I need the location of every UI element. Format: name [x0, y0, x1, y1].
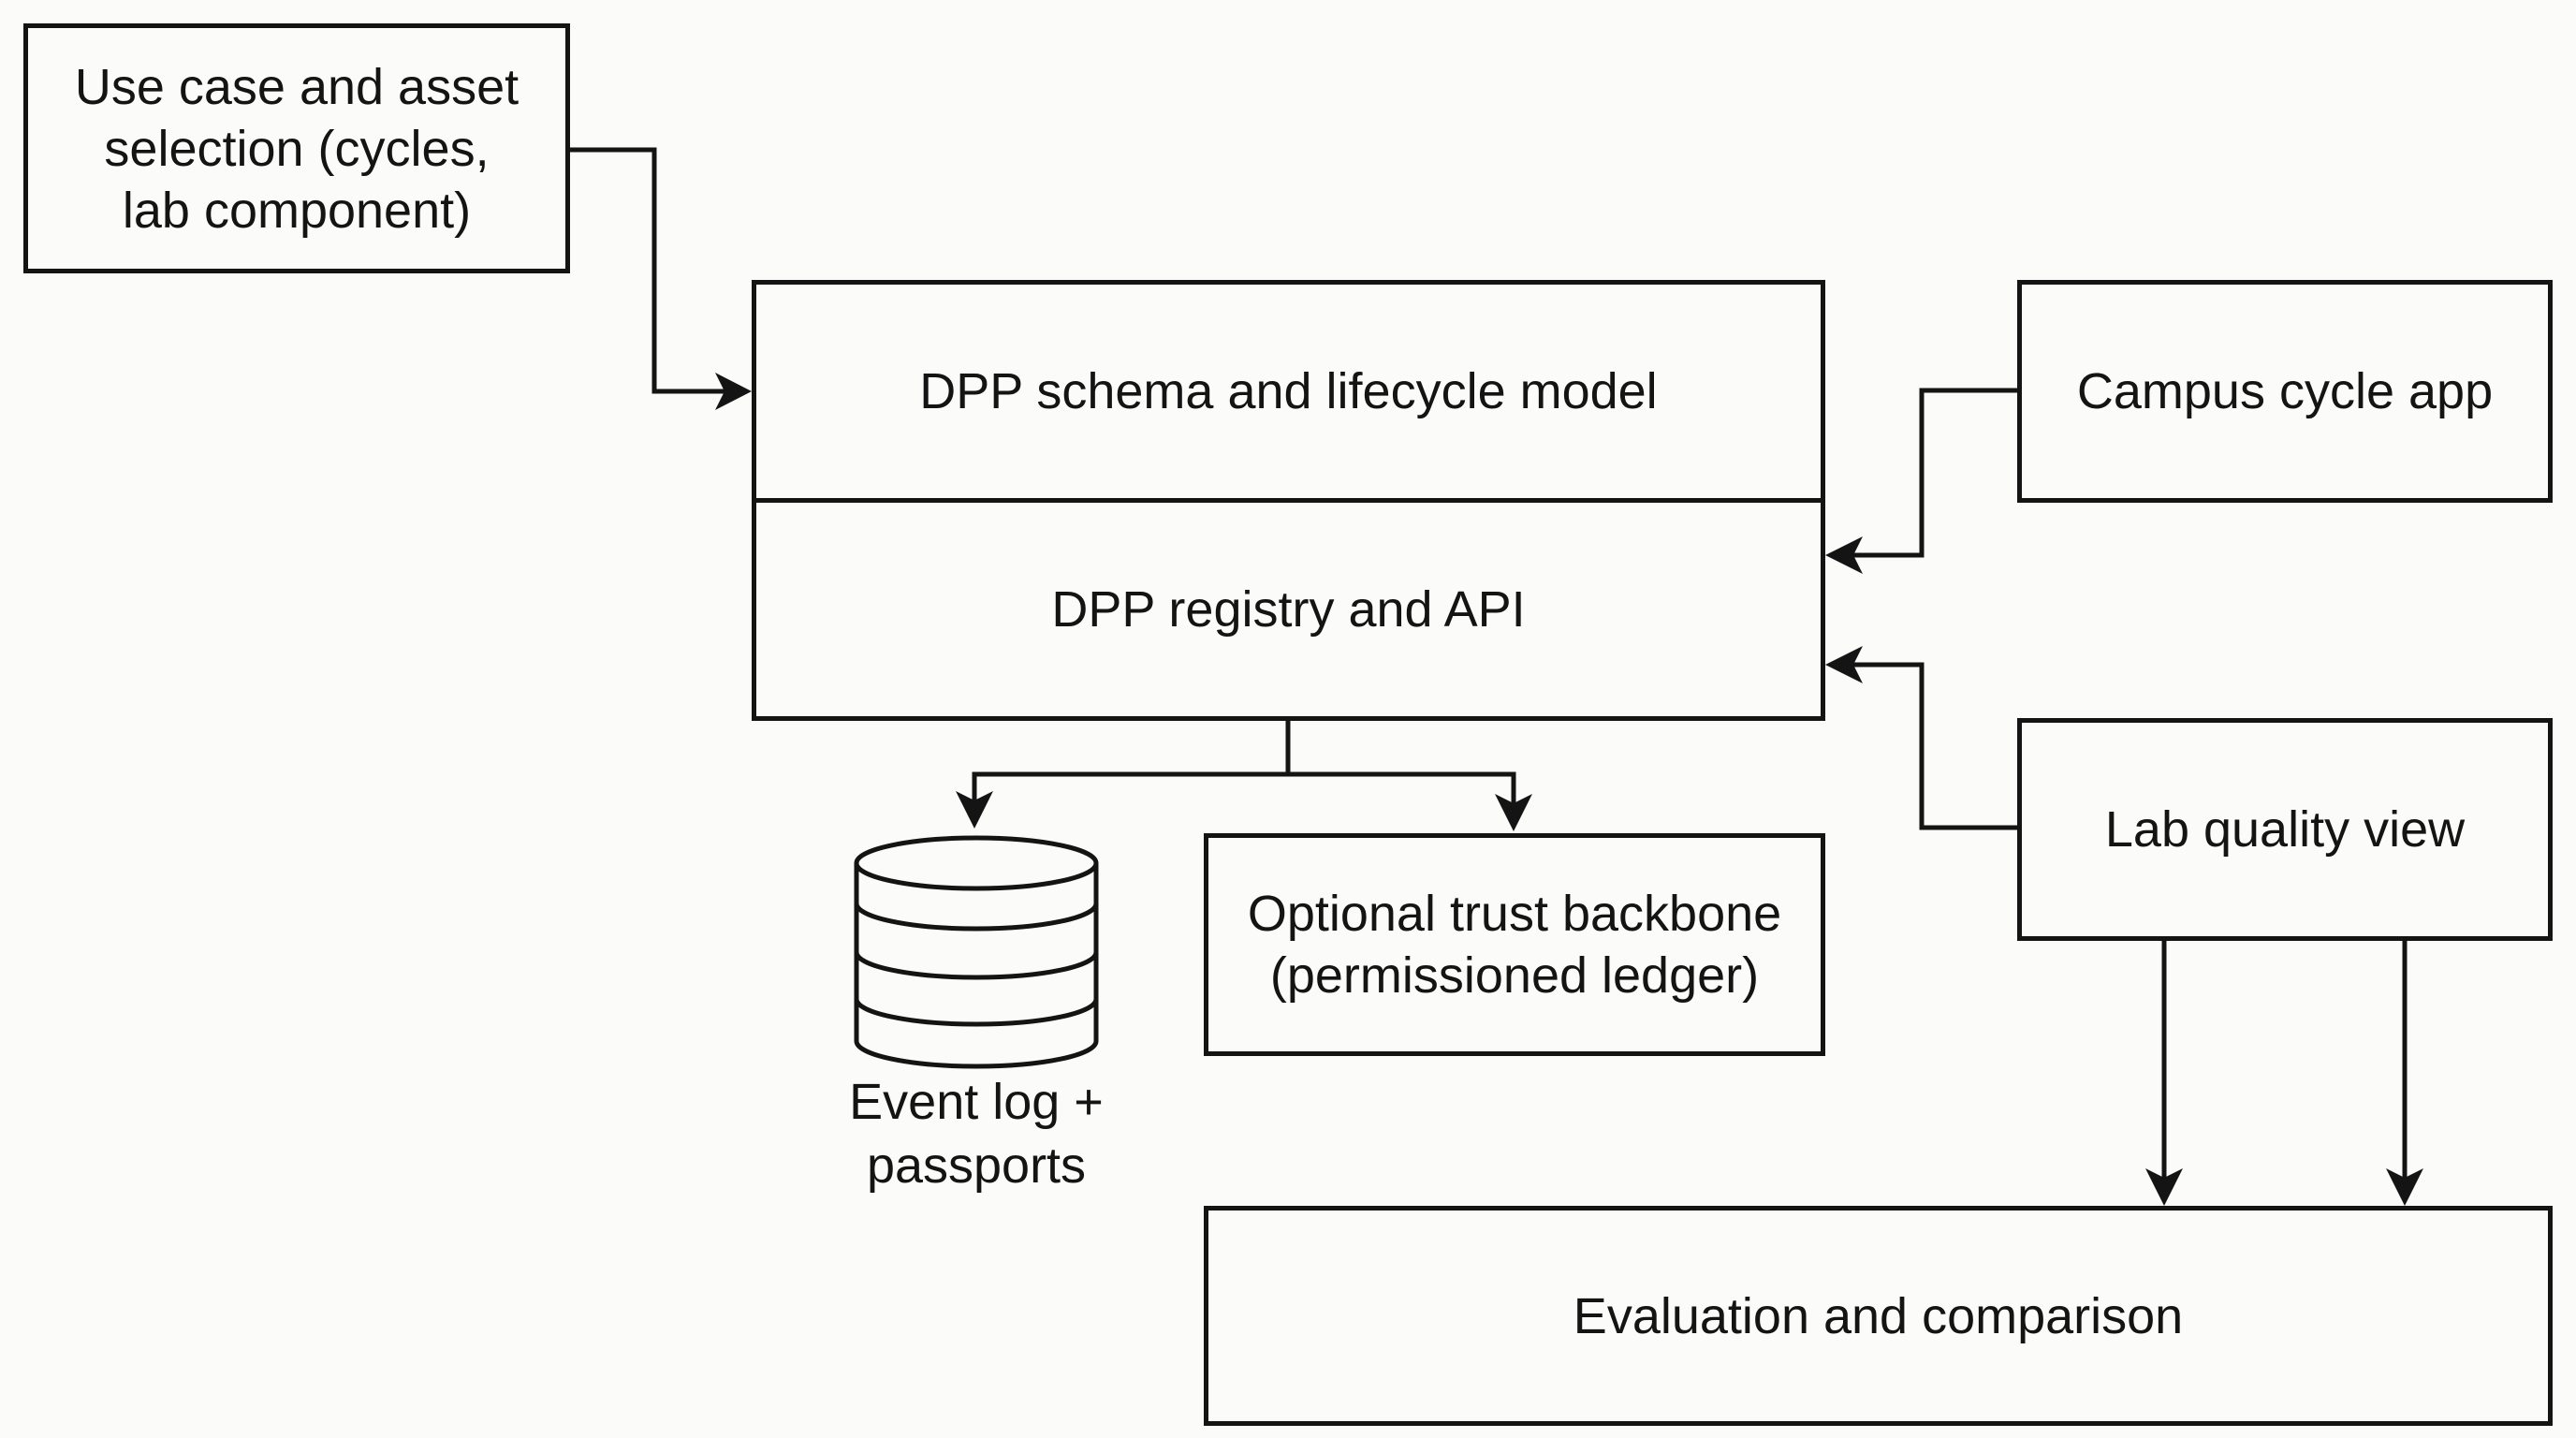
edge-campus-to-registry [1850, 388, 2017, 558]
arrowhead-registry-to-eventlog [956, 791, 993, 829]
edge-registry-to-trust [1288, 771, 1516, 805]
event-log-label: Event log + passports [849, 1074, 1104, 1194]
dpp-registry-box: DPP registry and API [752, 498, 1825, 721]
database-icon [854, 835, 1099, 1069]
arrowhead-lab-to-registry [1825, 646, 1863, 683]
lab-quality-view-label: Lab quality view [2104, 801, 2466, 858]
lab-quality-view-box: Lab quality view [2017, 718, 2553, 941]
arrowhead-lab-to-evaluation-left [2145, 1168, 2183, 1206]
evaluation-label: Evaluation and comparison [1573, 1287, 2184, 1344]
edge-usecase-to-schema [567, 147, 730, 394]
edge-lab-to-registry [1850, 662, 2017, 830]
campus-cycle-app-box: Campus cycle app [2017, 280, 2553, 503]
arrowhead-registry-to-trust [1495, 794, 1532, 831]
dpp-schema-label: DPP schema and lifecycle model [919, 363, 1658, 419]
arrowhead-usecase-to-schema [715, 373, 752, 410]
campus-cycle-app-label: Campus cycle app [2076, 363, 2494, 419]
dpp-schema-box: DPP schema and lifecycle model [752, 280, 1825, 503]
trust-backbone-box: Optional trust backbone (permissioned le… [1204, 833, 1825, 1056]
use-case-label: Use case and asset selection (cycles, la… [74, 58, 520, 239]
evaluation-box: Evaluation and comparison [1204, 1206, 2553, 1426]
arrowhead-lab-to-evaluation-right [2386, 1168, 2423, 1206]
edge-registry-to-eventlog [972, 771, 1288, 803]
trust-backbone-label: Optional trust backbone (permissioned le… [1247, 886, 1782, 1004]
dpp-registry-label: DPP registry and API [1051, 581, 1526, 638]
arrowhead-campus-to-registry [1825, 536, 1863, 574]
use-case-box: Use case and asset selection (cycles, la… [23, 23, 570, 273]
